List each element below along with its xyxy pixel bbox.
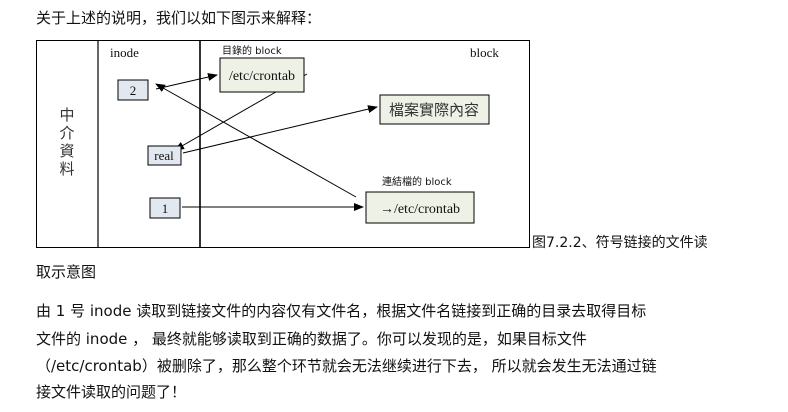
intro-text: 关于上述的说明，我们以如下图示来解释：: [36, 9, 322, 27]
file-content-text: 檔案實際內容: [389, 101, 479, 119]
left-label-char-2: 介: [59, 124, 74, 142]
paragraph-line-3: （/etc/crontab）被删除了，那么整个环节就会无法继续进行下去， 所以就…: [36, 357, 657, 375]
paragraph-line-4: 接文件读取的问题了！: [36, 383, 187, 401]
dir-block-text: /etc/crontab: [229, 69, 295, 84]
inode-header: inode: [110, 45, 139, 60]
link-block-text: →/etc/crontab: [380, 202, 460, 217]
inode-1-text: 1: [162, 201, 169, 216]
arrow-inode2-to-dir: [155, 73, 218, 90]
file-content-box: 檔案實際內容: [379, 94, 490, 125]
paragraph-line-1: 由 1 号 inode 读取到链接文件的内容仅有文件名，根据文件名链接到正确的目…: [36, 302, 647, 320]
inode-1-box: 1: [149, 197, 181, 219]
left-label-char-3: 資: [59, 142, 74, 160]
left-label-char-4: 料: [59, 160, 74, 178]
link-block-box: →/etc/crontab: [365, 191, 475, 224]
dir-block-box: /etc/crontab: [219, 57, 305, 93]
paragraph-line-2: 文件的 inode ， 最终就能够读取到正确的数据了。你可以发现的是，如果目标文…: [36, 330, 587, 348]
link-block-label: 連結檔的 block: [382, 175, 452, 188]
inode-real-box: real: [147, 145, 182, 166]
arrow-real-to-content: [182, 105, 378, 154]
block-header: block: [470, 45, 499, 60]
figure-caption: 图7.2.2、符号链接的文件读: [532, 235, 708, 251]
left-label-char-1: 中: [59, 106, 74, 124]
figure-caption-continued: 取示意图: [36, 263, 97, 281]
inode-2-text: 2: [130, 83, 137, 98]
inode-real-text: real: [154, 148, 174, 163]
diagram-canvas: 中 介 資 料 inode block 目錄的 block 連結檔的 block…: [36, 40, 530, 248]
symlink-diagram: 中 介 資 料 inode block 目錄的 block 連結檔的 block…: [36, 40, 530, 248]
dir-block-label: 目錄的 block: [222, 44, 282, 57]
inode-2-box: 2: [117, 79, 149, 101]
arrow-linkblock-to-inode2: [155, 83, 357, 198]
